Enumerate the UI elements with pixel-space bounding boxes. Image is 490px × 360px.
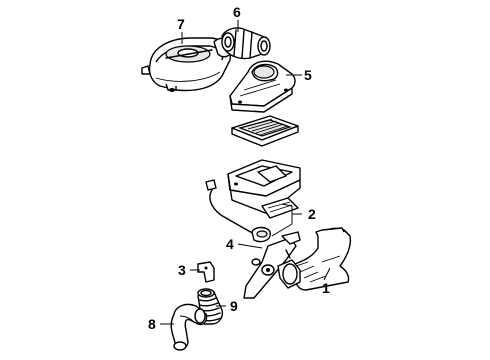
callout-8: 8 xyxy=(148,316,156,332)
lower-housing[interactable] xyxy=(227,159,301,219)
part-6-intake-duct[interactable] xyxy=(221,27,271,60)
leader-1 xyxy=(323,267,331,281)
part-7-air-cleaner-cover[interactable] xyxy=(141,37,233,92)
callout-4: 4 xyxy=(226,236,234,252)
leader-2b xyxy=(271,203,293,237)
leader-lines xyxy=(160,20,331,325)
part-8-elbow-hose[interactable] xyxy=(170,303,208,351)
air-filter-element[interactable] xyxy=(231,115,299,147)
callout-2: 2 xyxy=(308,206,316,222)
part-3-small-bracket[interactable] xyxy=(197,261,215,283)
callout-6: 6 xyxy=(233,4,241,20)
part-4-bracket[interactable] xyxy=(243,231,301,299)
callout-1: 1 xyxy=(322,280,330,296)
callout-7: 7 xyxy=(177,16,185,32)
callout-5: 5 xyxy=(304,67,312,83)
sensor-wire[interactable] xyxy=(205,179,271,243)
part-5-upper-housing[interactable] xyxy=(229,60,296,113)
callout-3: 3 xyxy=(178,262,186,278)
leader-4 xyxy=(237,243,263,249)
callout-9: 9 xyxy=(230,298,238,314)
part-1-intake-duct[interactable] xyxy=(277,227,352,291)
callout-labels: 7 6 5 2 4 3 1 9 8 xyxy=(148,4,330,332)
